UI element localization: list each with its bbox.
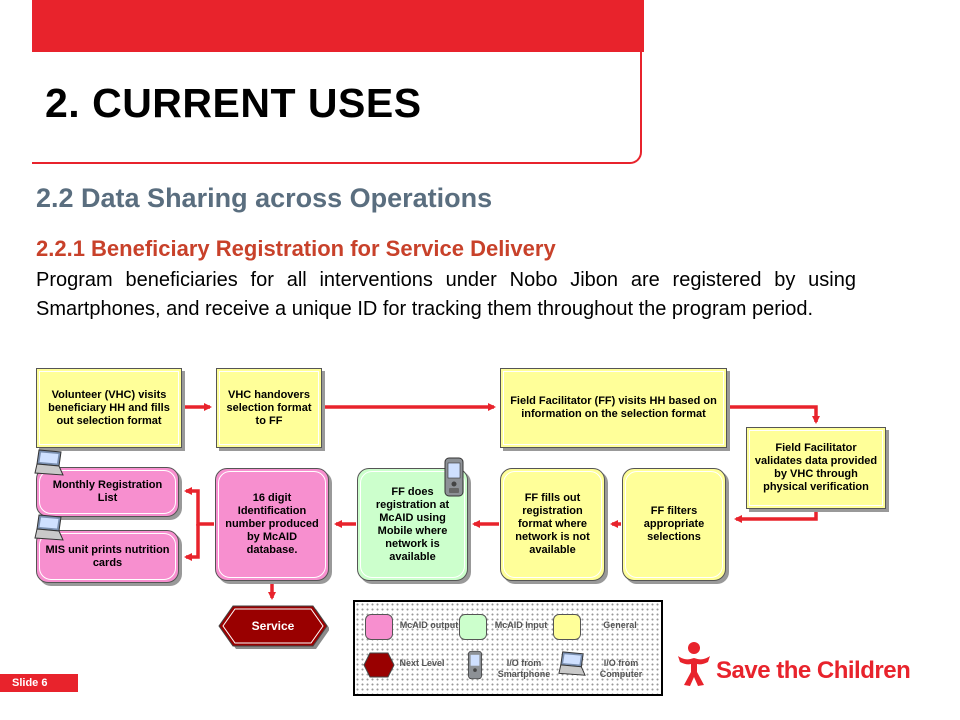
header-bar <box>32 0 644 52</box>
legend-swatch-next-level <box>363 652 395 678</box>
page-title: 2. CURRENT USES <box>45 80 422 126</box>
body-paragraph: Program beneficiaries for all interventi… <box>36 269 856 320</box>
laptop-icon <box>558 651 586 676</box>
legend-swatch-mcaid-input <box>459 614 487 640</box>
save-the-children-logo-text: Save the Children <box>716 657 911 684</box>
service-label: Service <box>251 619 295 633</box>
monthly-registration-list-box: Monthly Registration List <box>36 467 179 517</box>
save-the-children-logo-icon <box>678 642 710 686</box>
legend-label-io-smartphone: I/O from Smartphone <box>497 658 551 679</box>
laptop-icon <box>34 449 64 476</box>
legend-swatch-general <box>553 614 581 640</box>
volunteer-visit-box: Volunteer (VHC) visits beneficiary HH an… <box>36 368 182 448</box>
ff-validates-box: Field Facilitator validates data provide… <box>746 427 886 509</box>
header-frame <box>32 0 642 164</box>
slide-number: Slide 6 <box>0 674 78 692</box>
page-subtitle: 2.2 Data Sharing across Operations <box>36 183 493 213</box>
legend: McAID output McAID Input General Next Le… <box>353 600 663 696</box>
vhc-handover-box: VHC handovers selection format to FF <box>216 368 322 448</box>
mis-prints-cards-box: MIS unit prints nutrition cards <box>36 530 179 583</box>
laptop-icon <box>34 514 64 541</box>
ff-visits-hh-box: Field Facilitator (FF) visits HH based o… <box>500 368 727 448</box>
legend-label-general: General <box>603 620 637 630</box>
id-number-box: 16 digit Identification number produced … <box>215 468 329 581</box>
legend-label-mcaid-input: McAID Input <box>494 620 548 630</box>
section-heading: 2.2.1 Beneficiary Registration for Servi… <box>36 236 556 261</box>
ff-filters-box: FF filters appropriate selections <box>622 468 726 581</box>
smartphone-icon <box>468 650 482 680</box>
legend-label-io-computer: I/O from Computer <box>599 658 643 679</box>
legend-label-next-level: Next Level <box>399 658 445 668</box>
legend-label-mcaid-output: McAID output <box>399 620 459 630</box>
legend-swatch-mcaid-output <box>365 614 393 640</box>
smartphone-icon <box>444 457 464 497</box>
service-next-level-node: Service <box>217 603 329 649</box>
ff-fills-format-box: FF fills out registration format where n… <box>500 468 605 581</box>
